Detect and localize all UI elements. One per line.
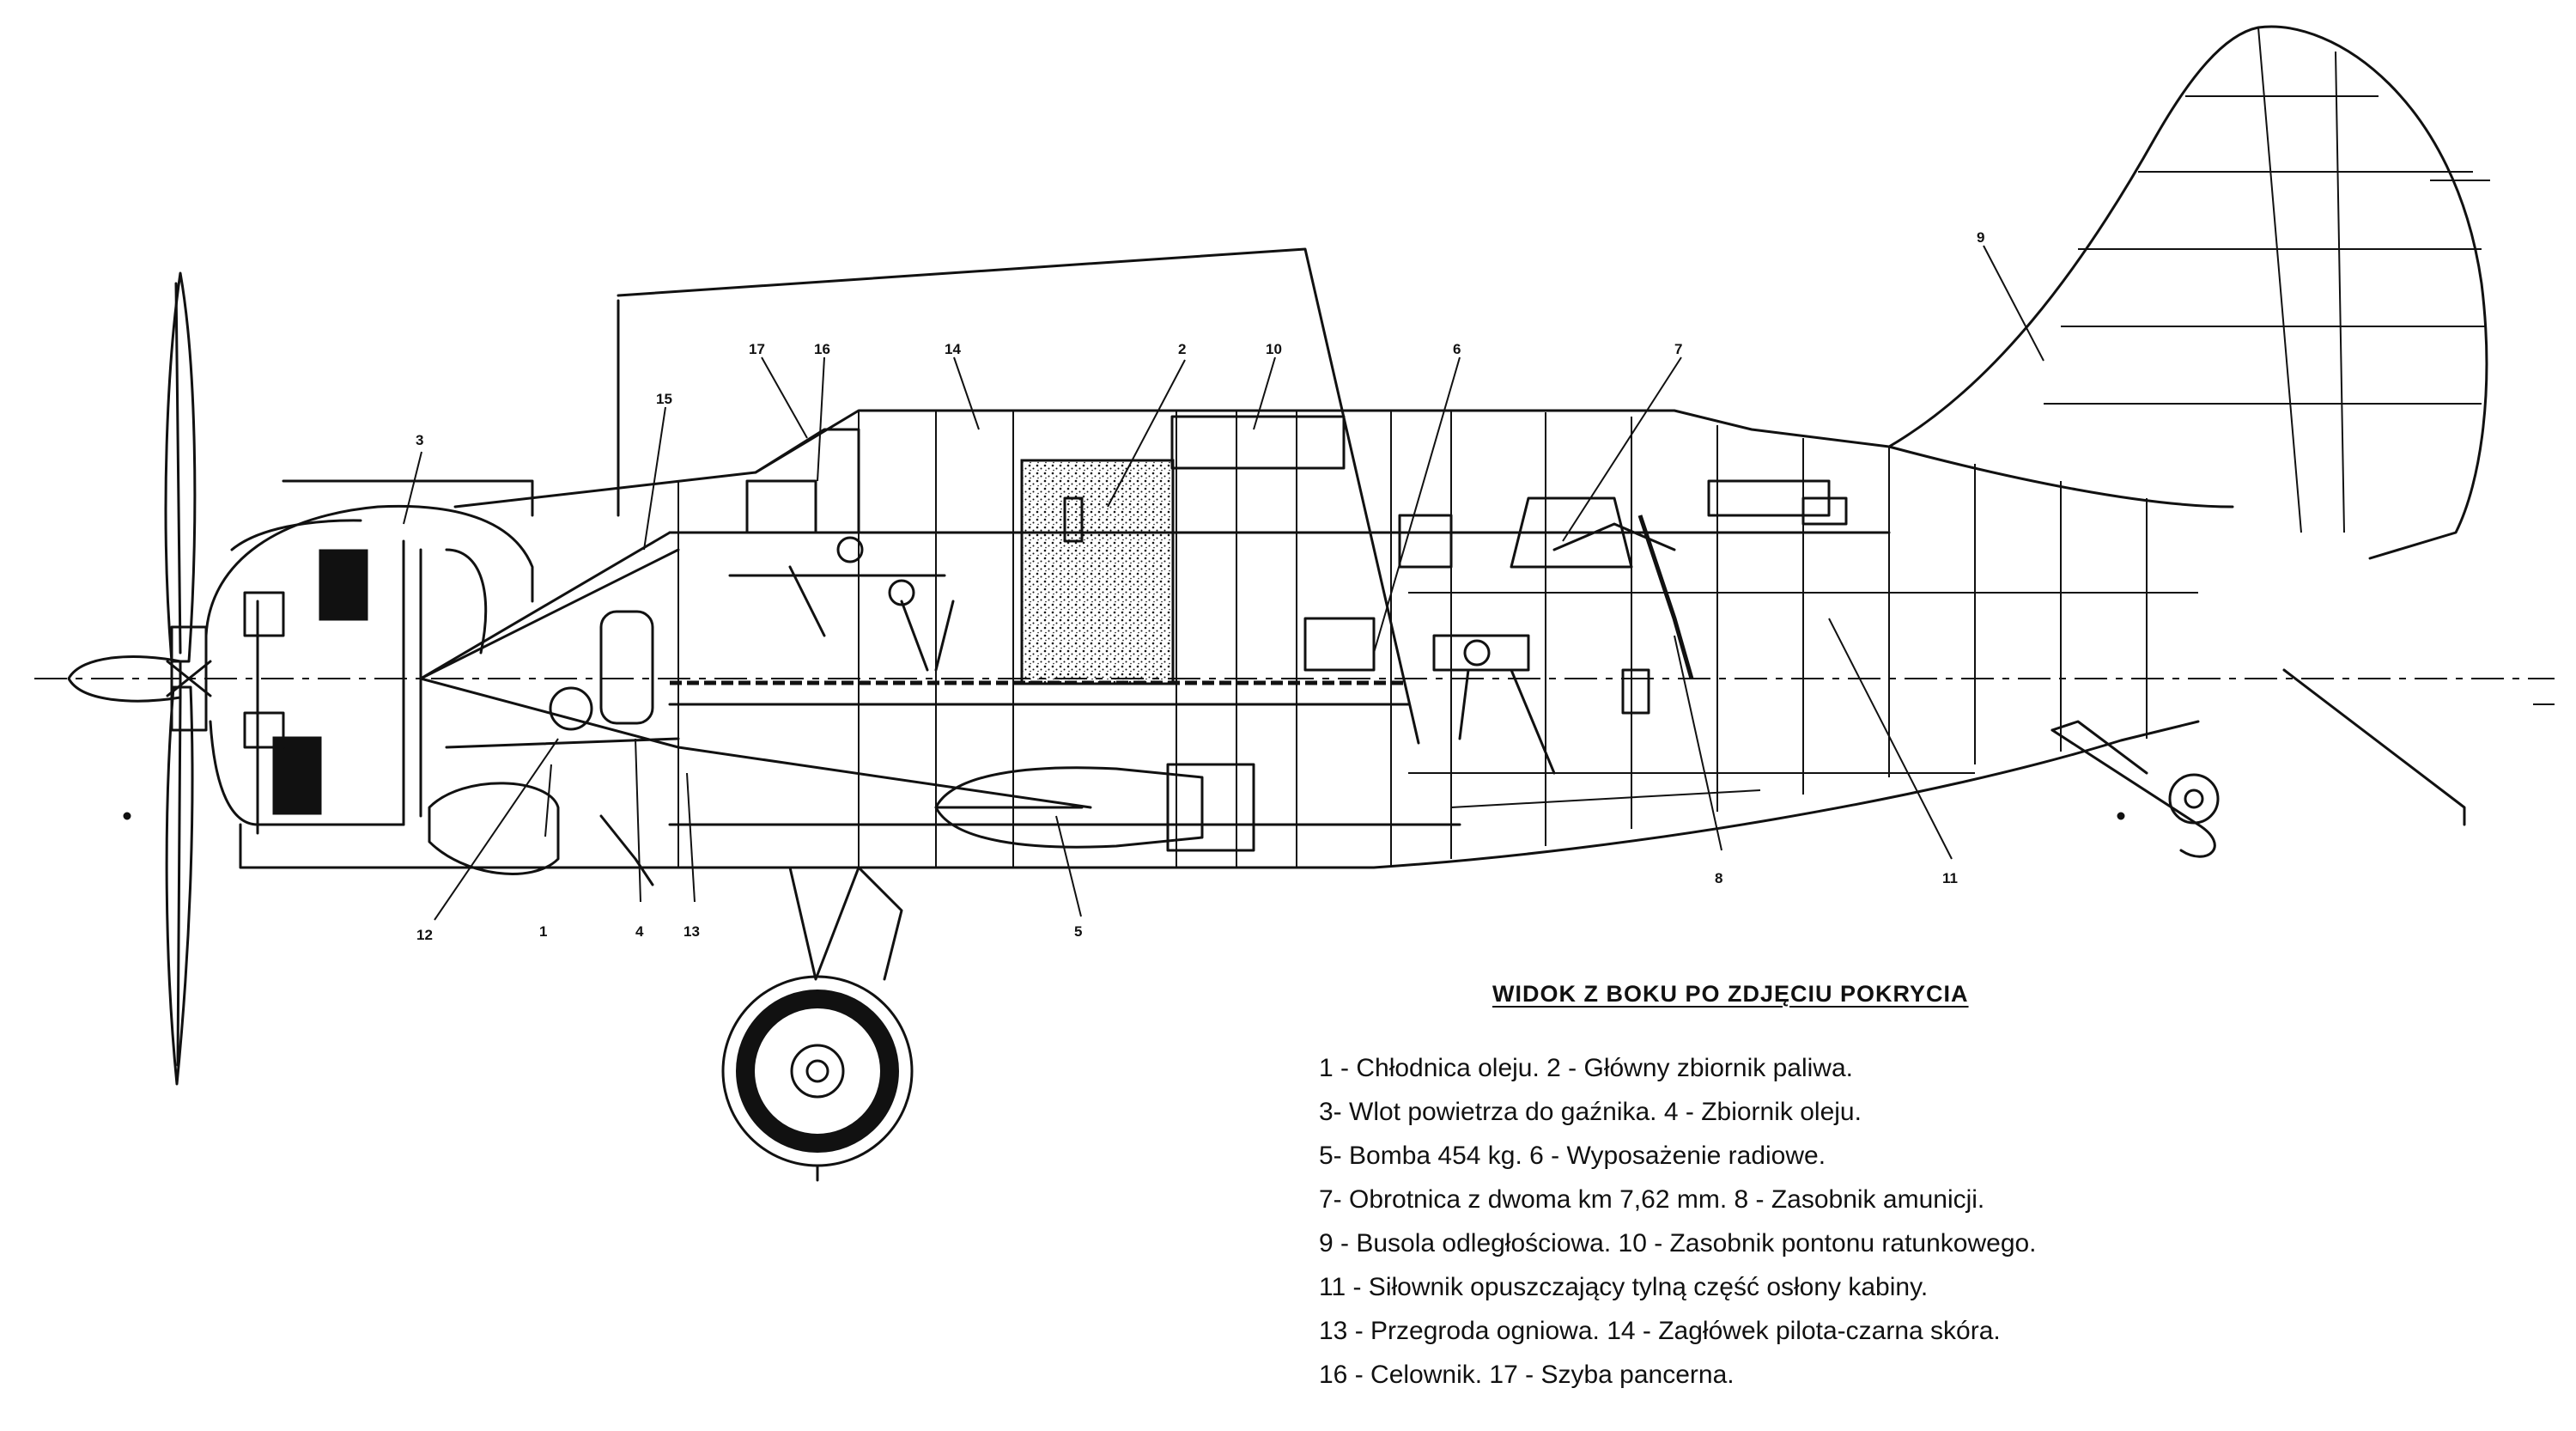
callout-13: 13 [683,923,700,940]
legend-item: 5- Bomba 454 kg. 6 - Wyposażenie radiowe… [1319,1142,1826,1170]
engine-mount [419,531,680,749]
main-fuel-tank [1020,459,1175,685]
legend-item: 11 - Siłownik opuszczający tylną część o… [1319,1273,1929,1301]
vertical-tail [1887,25,2555,705]
callout-16: 16 [814,341,830,357]
callout-17: 17 [749,341,765,357]
reference-dot [123,812,131,820]
antenna-wire [617,247,1420,745]
callout-14: 14 [945,341,961,357]
callout-9: 9 [1977,229,1984,246]
legend-item: 7- Obrotnica z dwoma km 7,62 mm. 8 - Zas… [1319,1185,1985,1214]
callout-3: 3 [416,432,423,448]
cockpit-details [728,415,1848,775]
callout-15: 15 [656,391,672,407]
callout-6: 6 [1453,341,1461,357]
oil-system [428,610,654,886]
tail-gear [2050,668,2466,858]
legend-item: 13 - Przegroda ogniowa. 14 - Zagłówek pi… [1319,1317,2001,1345]
bomb [677,746,1255,852]
legend-list: 1 - Chłodnica oleju. 2 - Główny zbiornik… [1319,1046,2037,1397]
callout-11: 11 [1942,870,1958,886]
callout-labels: 1 2 3 4 5 6 7 8 9 10 11 12 13 14 15 16 1… [416,229,1984,943]
legend-item: 3- Wlot powietrza do gaźnika. 4 - Zbiorn… [1319,1098,1862,1126]
callout-5: 5 [1074,923,1082,940]
callout-7: 7 [1674,341,1682,357]
engine-cowling [204,479,534,835]
drawing-caption: WIDOK Z BOKU PO ZDJĘCIU POKRYCIA [1492,981,1969,1007]
legend-item: 16 - Celownik. 17 - Szyba pancerna. [1319,1361,1735,1389]
callout-4: 4 [635,923,644,940]
callout-2: 2 [1178,341,1186,357]
reference-dot [2117,812,2125,820]
callout-12: 12 [416,927,433,943]
legend-item: 9 - Busola odległościowa. 10 - Zasobnik … [1319,1229,2037,1257]
main-landing-gear [721,866,914,1182]
fuselage-frames [677,411,2198,868]
callout-8: 8 [1715,870,1722,886]
legend-item: 1 - Chłodnica oleju. 2 - Główny zbiornik… [1319,1054,1853,1082]
leader-lines [403,245,2044,921]
callout-10: 10 [1266,341,1282,357]
propeller [67,271,212,1086]
callout-1: 1 [539,923,547,940]
